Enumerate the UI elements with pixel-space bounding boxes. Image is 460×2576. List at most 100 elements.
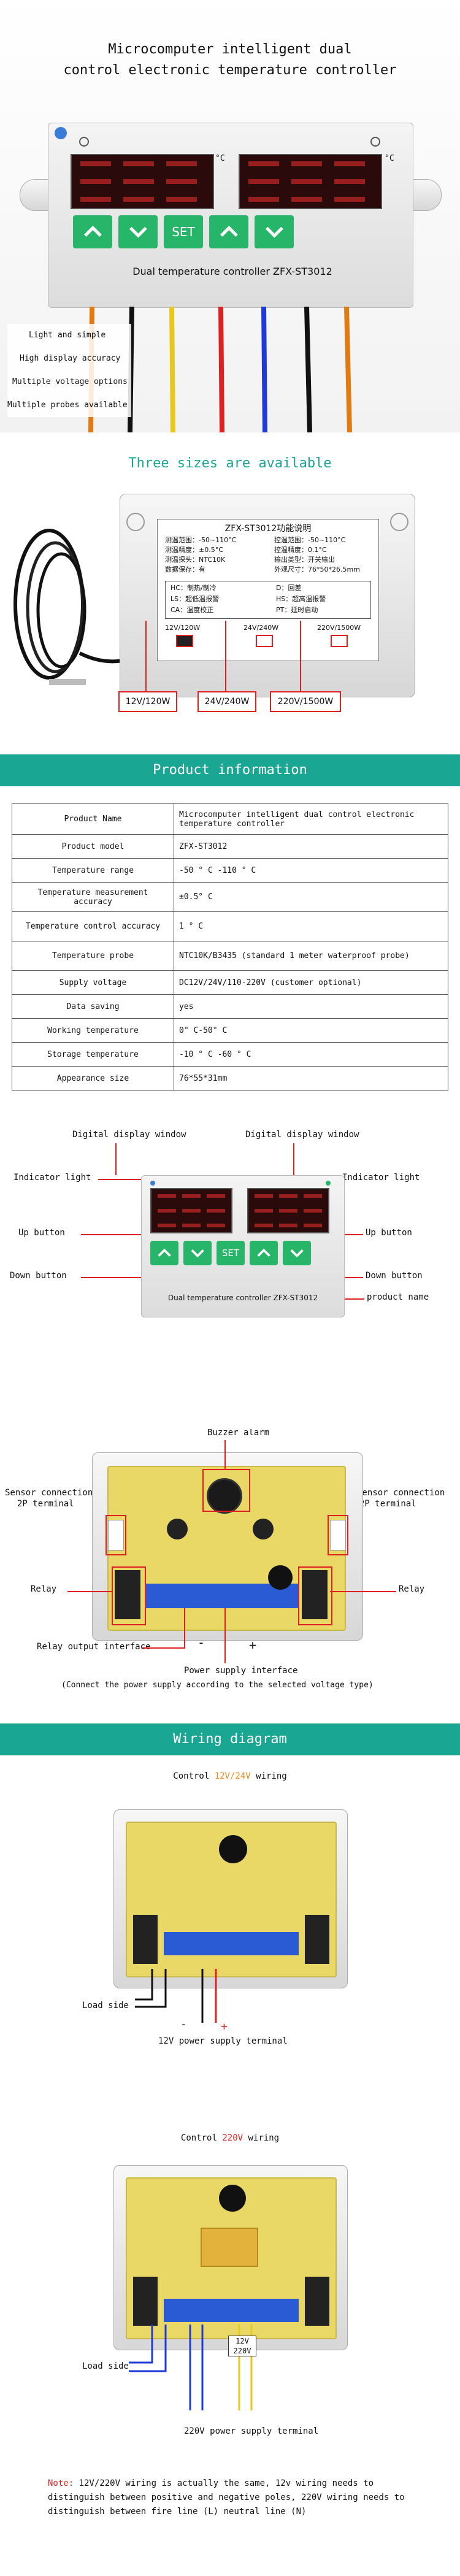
buzzer-component (219, 1835, 247, 1863)
chevron-up-icon (83, 226, 102, 237)
control-high-voltage: 220V (222, 2133, 243, 2143)
wiring-section: Wiring diagram Control 12V/24V wiring Lo… (0, 1723, 460, 2576)
spec-value: 1 ° C (174, 911, 448, 941)
load-side-label-1: Load side (82, 2001, 129, 2011)
relay-component-left (115, 1570, 140, 1619)
spec-value: -50 ° C -110 ° C (174, 858, 448, 883)
hero-down-button-left[interactable] (118, 215, 158, 248)
sensor-highlight-left (105, 1515, 126, 1555)
manual-spec-line: 数据保存：有 (165, 565, 205, 573)
spec-key: Temperature range (12, 858, 174, 883)
relay-component-left (133, 2277, 158, 2326)
sensor-highlight-right (328, 1515, 348, 1555)
power-interface-label: Power supply interface (184, 1666, 298, 1676)
spec-key: Temperature probe (12, 941, 174, 971)
manual-spec-line: 控温精度：0.1°C (274, 546, 327, 554)
terminal-label-1: 12V/120W (165, 624, 201, 632)
transformer-component (201, 2228, 258, 2267)
front-up-button-right[interactable] (250, 1241, 278, 1265)
manual-spec-line: 测温精度：±0.5°C (165, 546, 223, 554)
relay-highlight-left (112, 1566, 146, 1625)
terminal-dot-3 (331, 635, 348, 647)
hero-set-button[interactable]: SET (164, 215, 203, 248)
front-down-button-right[interactable] (283, 1241, 311, 1265)
sensor-connector-left (108, 1520, 124, 1551)
control-low-prefix: Control (173, 1771, 215, 1781)
control-low-voltage: 12V/24V (214, 1771, 251, 1781)
terminal-block (164, 1932, 299, 1955)
sensor-connector-right (330, 1520, 346, 1551)
low-plus-sign: + (221, 2020, 228, 2033)
manual-code-left: HC：制热/制冷 LS：超低温报警 CA：温度校正 (171, 583, 219, 616)
load-side-label-2: Load side (82, 2361, 129, 2371)
front-controller-panel: SET Dual temperature controller ZFX-ST30… (141, 1175, 345, 1317)
indicator-label-left: Indicator light (13, 1173, 91, 1183)
power-interface-note: (Connect the power supply according to t… (61, 1681, 374, 1690)
front-up-button-left[interactable] (150, 1241, 178, 1265)
table-row: Temperature range-50 ° C -110 ° C (12, 858, 448, 883)
power-plus-sign: + (249, 1638, 257, 1652)
capacitor-left (167, 1519, 188, 1539)
front-set-button[interactable]: SET (217, 1241, 245, 1265)
wiring-note: Note: 12V/220V wiring is actually the sa… (48, 2477, 429, 2519)
voltage-option-12v[interactable]: 12V/120W (118, 691, 177, 712)
digital-display-label-left: Digital display window (72, 1130, 186, 1140)
buzzer-component (207, 1478, 242, 1514)
controller-back-case: ZFX-ST3012功能说明 测温范围：-50~110°C 测温精度：±0.5°… (120, 494, 415, 697)
terminal-dot-1 (176, 635, 193, 647)
manual-code-line: LS：超低温报警 (171, 595, 220, 603)
hero-down-button-right[interactable] (255, 215, 294, 248)
manual-spec-line: 输出类型：开关输出 (274, 556, 335, 564)
hero-title-line2: control electronic temperature controlle… (63, 63, 397, 78)
screw-hole-right (370, 137, 380, 147)
feature-item: Light and simple (29, 331, 106, 340)
probe-cable-coil (13, 529, 129, 685)
spec-key: Temperature control accuracy (12, 911, 174, 941)
mount-hole-left (126, 513, 145, 531)
chevron-down-icon (290, 1249, 304, 1258)
chevron-down-icon (265, 226, 283, 238)
hero-up-button-left[interactable] (73, 215, 112, 248)
feature-item: Multiple probes available (7, 401, 128, 410)
up-button-label-right: Up button (366, 1228, 412, 1238)
manual-spec-line: 测温探头：NTC10K (165, 556, 226, 564)
down-button-label-right: Down button (366, 1271, 423, 1281)
voltage-chip-line: 220V (233, 2347, 251, 2355)
spec-key: Working temperature (12, 1018, 174, 1043)
spec-value: 0° C-50° C (174, 1018, 448, 1043)
capacitor-right (253, 1519, 274, 1539)
sensor-label-line: Sensor connection (357, 1488, 445, 1498)
hero-device-label: Dual temperature controller ZFX-ST3012 (132, 266, 332, 277)
manual-title: ZFX-ST3012功能说明 (224, 524, 312, 534)
voltage-option-220v[interactable]: 220V/1500W (270, 691, 341, 712)
wiring-heading: Wiring diagram (0, 1723, 460, 1755)
function-manual-label: ZFX-ST3012功能说明 测温范围：-50~110°C 测温精度：±0.5°… (157, 519, 379, 661)
right-celsius-unit: °C (385, 154, 394, 163)
hero-up-button-right[interactable] (209, 215, 248, 248)
buzzer-label: Buzzer alarm (207, 1429, 270, 1438)
spec-key: Storage temperature (12, 1042, 174, 1067)
relay-component-right (305, 2277, 329, 2326)
control-low-suffix: wiring (250, 1771, 287, 1781)
control-high-suffix: wiring (243, 2133, 280, 2143)
voltage-option-24v[interactable]: 24V/240W (197, 691, 256, 712)
chevron-up-icon (158, 1248, 171, 1257)
up-button-label-left: Up button (18, 1228, 65, 1238)
product-name-label: product name (367, 1292, 429, 1302)
feature-item: Multiple voltage options (12, 377, 128, 386)
front-down-button-left[interactable] (183, 1241, 212, 1265)
buzzer-highlight-box (202, 1469, 250, 1512)
table-row: Storage temperature-10 ° C -60 ° C (12, 1042, 448, 1067)
manual-code-line: D：回差 (276, 584, 302, 592)
pcb-board (107, 1466, 346, 1631)
chevron-down-icon (191, 1249, 204, 1258)
hero-title: Microcomputer intelligent dual control e… (0, 39, 460, 81)
manual-code-line: CA：温度校正 (171, 606, 214, 614)
